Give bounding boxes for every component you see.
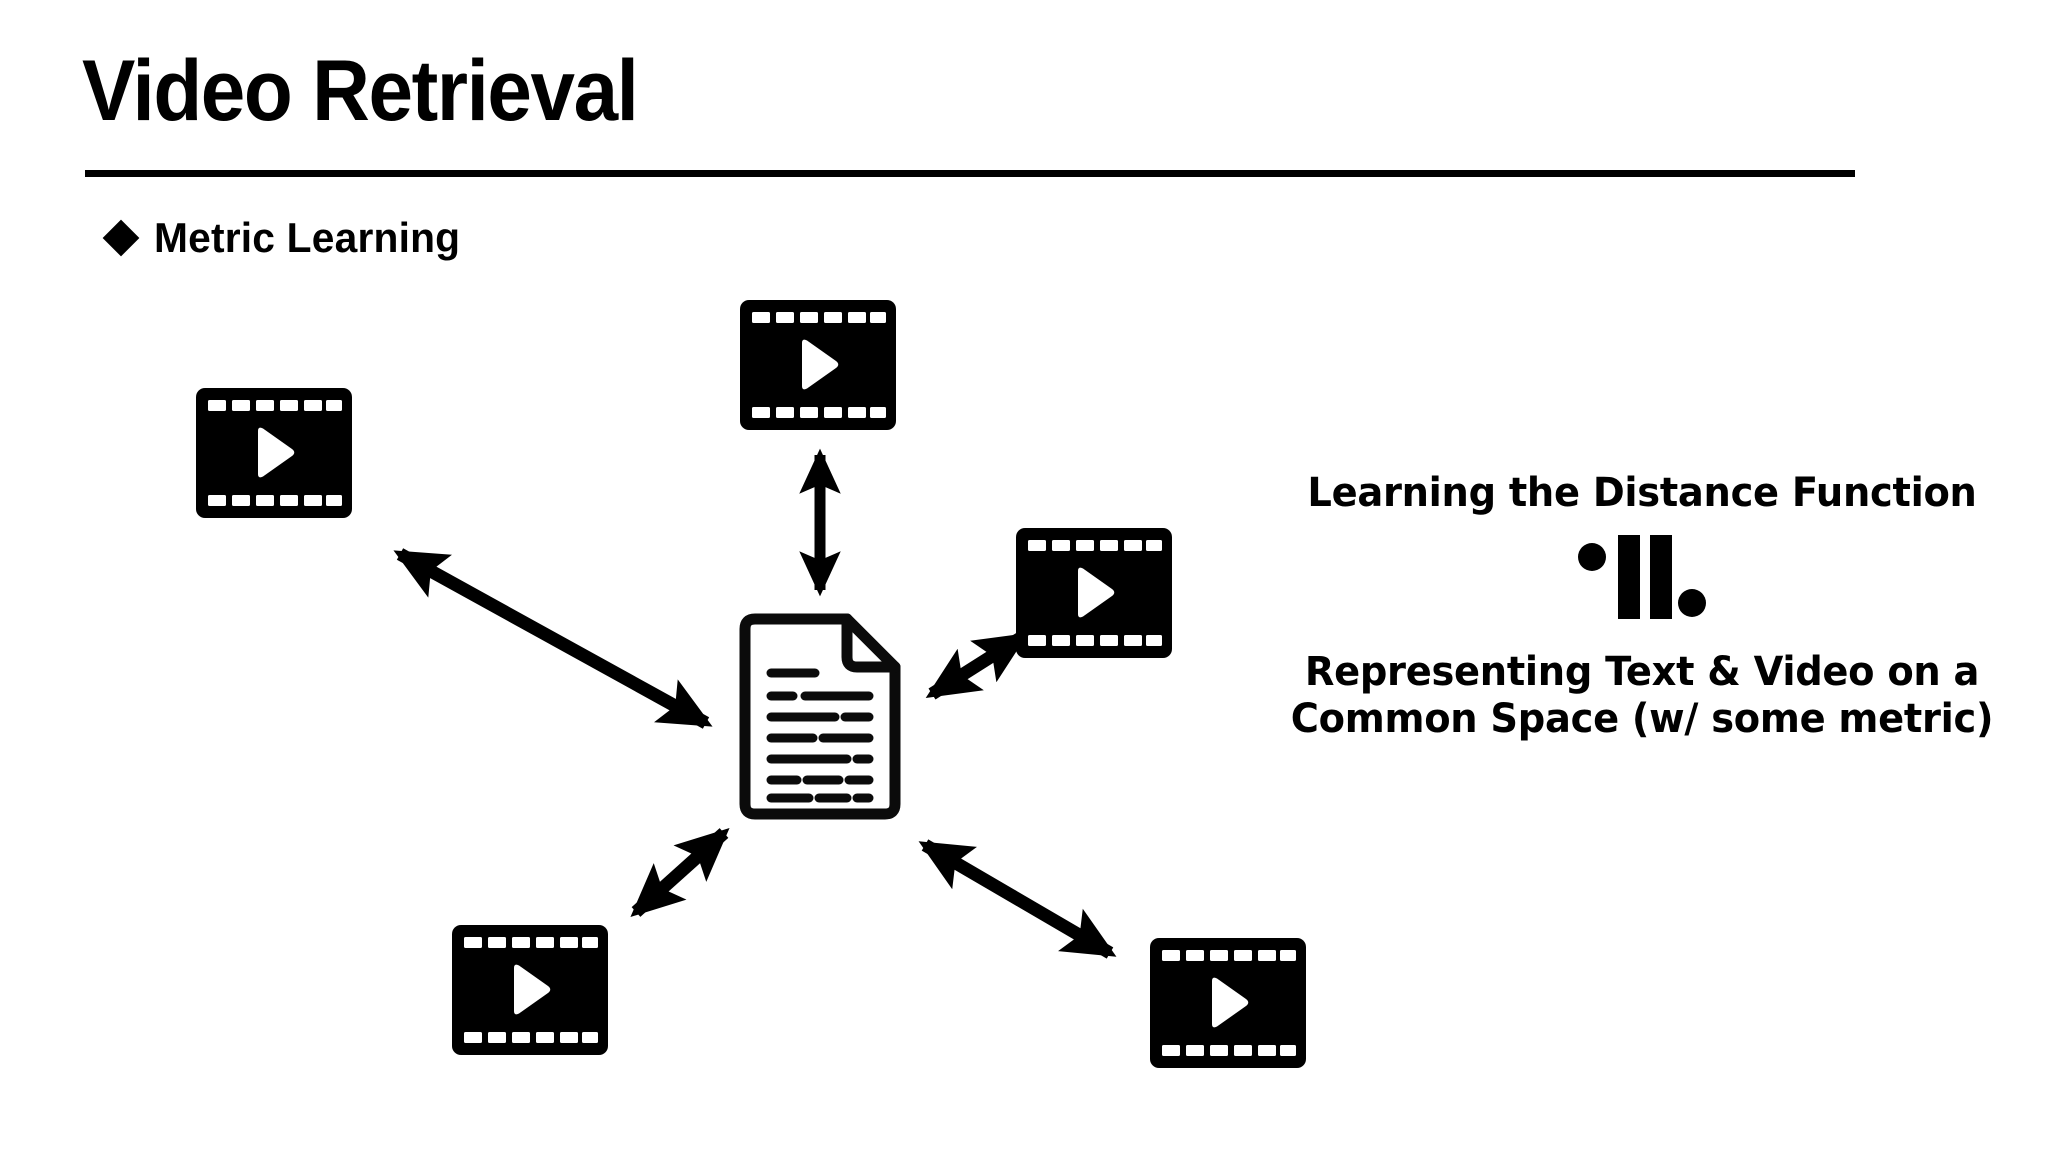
norm-bar-second-icon <box>1650 535 1672 620</box>
page-title: Video Retrieval <box>82 43 639 139</box>
video-icon-bottom-left[interactable] <box>452 925 608 1055</box>
video-icon-bottom-right[interactable] <box>1150 938 1306 1068</box>
caption-block: Learning the Distance Function Represent… <box>1272 470 2012 744</box>
arrow-doc-to-bottom-right-video <box>918 839 1117 959</box>
metric-learning-diagram <box>196 300 1306 1068</box>
arrow-doc-to-right-video <box>925 631 1029 700</box>
caption-bottom-line-2: Common Space (w/ some metric) <box>1290 696 1994 743</box>
video-icon-top[interactable] <box>740 300 896 430</box>
norm-bar-first-icon <box>1618 535 1640 620</box>
arrow-doc-to-left-video <box>393 548 713 729</box>
title-divider <box>85 170 1855 177</box>
norm-distance-symbol <box>1272 527 2012 635</box>
bullet-item-metric-learning: Metric Learning <box>102 214 470 262</box>
video-icon-upper-left[interactable] <box>196 388 352 518</box>
norm-dot-right-icon <box>1678 589 1706 618</box>
caption-bottom-line-1: Representing Text & Video on a <box>1304 649 1980 696</box>
arrow-doc-to-bottom-left-video <box>630 828 730 917</box>
bullet-label: Metric Learning <box>154 214 461 261</box>
video-icon-right[interactable] <box>1016 528 1172 658</box>
norm-dot-left-icon <box>1578 543 1606 572</box>
caption-learning-distance-function: Learning the Distance Function <box>1307 470 1977 516</box>
caption-representing-text-video: Representing Text & Video on a Common Sp… <box>1272 649 2012 743</box>
document-icon[interactable] <box>735 613 905 820</box>
